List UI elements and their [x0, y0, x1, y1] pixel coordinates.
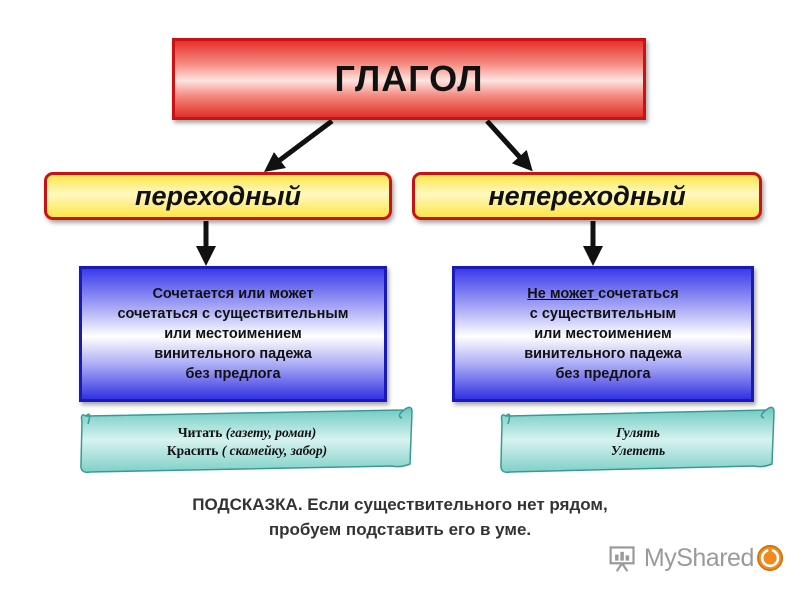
- intransitive-definition-first-line: Не может сочетаться: [527, 284, 678, 304]
- hint-line: ПОДСКАЗКА. Если существительного нет ряд…: [192, 495, 608, 514]
- scroll-shape: [500, 406, 775, 474]
- hint-line: пробуем подставить его в уме.: [268, 520, 532, 539]
- myshared-watermark: MyShared: [608, 536, 784, 580]
- transitive-definition-line: Сочетается или может: [152, 286, 314, 302]
- example-verb: Улететь: [610, 443, 666, 458]
- definition-rest: сочетаться: [598, 286, 679, 302]
- arrow-to-intransitive: [485, 119, 533, 172]
- hint-block: ПОДСКАЗКА. Если существительного нет ряд…: [0, 492, 800, 542]
- intransitive-examples-scroll: Гулять Улететь: [498, 402, 778, 474]
- transitive-label: переходный: [134, 180, 302, 211]
- example-verb: Гулять: [616, 425, 660, 440]
- intransitive-label: непереходный: [488, 180, 686, 211]
- transitive-definition-line: сочетаться с существительным: [117, 306, 349, 322]
- transitive-definition-line: или местоимением: [164, 326, 302, 342]
- presentation-icon: [609, 546, 635, 572]
- scroll-shape: [80, 406, 413, 474]
- intransitive-definition-line: без предлога: [555, 366, 651, 382]
- orange-badge-icon: [756, 545, 783, 571]
- example-verb: Красить: [166, 443, 219, 458]
- example-verb: Читать: [177, 425, 223, 440]
- transitive-definition-box: Сочетается или может сочетаться с сущест…: [79, 266, 387, 402]
- verb-title-box: ГЛАГОЛ: [172, 38, 646, 120]
- transitive-examples-scroll: Читать (газету, роман) Красить ( скамейк…: [78, 402, 416, 474]
- intransitive-definition-box: Не может сочетаться с существительным ил…: [452, 266, 754, 402]
- verb-title: ГЛАГОЛ: [334, 58, 484, 99]
- watermark-text: MyShared: [643, 543, 754, 572]
- intransitive-definition-line: винительного падежа: [524, 346, 682, 362]
- transitive-box: переходный: [44, 172, 392, 220]
- example-objects: (газету, роман): [225, 425, 317, 440]
- example-line: Читать (газету, роман): [178, 424, 317, 442]
- intransitive-definition-line: с существительным: [529, 306, 677, 322]
- intransitive-definition-line: или местоимением: [534, 326, 672, 342]
- arrow-to-transitive: [264, 119, 334, 172]
- transitive-definition-line: винительного падежа: [154, 346, 312, 362]
- transitive-definition-line: без предлога: [185, 366, 281, 382]
- example-objects: ( скамейку, забор): [221, 443, 328, 458]
- intransitive-box: непереходный: [412, 172, 762, 220]
- negation-underlined: Не может: [527, 286, 599, 302]
- example-line: Красить ( скамейку, забор): [167, 442, 327, 460]
